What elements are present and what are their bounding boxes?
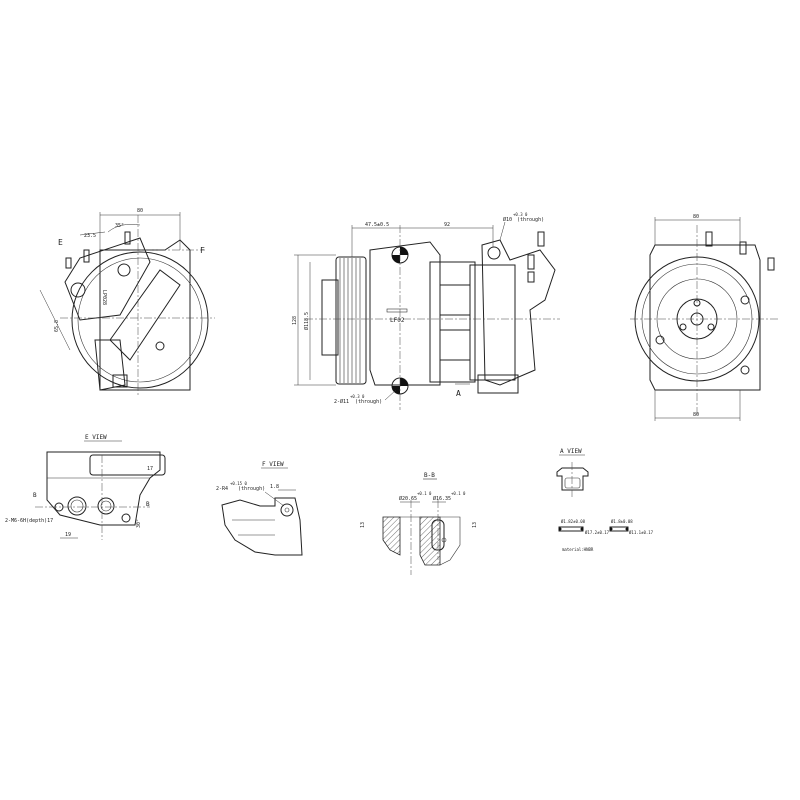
material-note: material:HNBR	[562, 547, 594, 552]
dim-height: 128	[292, 316, 298, 325]
dim-span: 92	[444, 222, 450, 228]
hole-through: (through)	[238, 486, 265, 492]
dim-bottom: 80	[693, 412, 699, 418]
hole-top-tol: +0.3 0	[513, 212, 528, 217]
o-ring-2: Ø1.8±0.08 Ø11.1±0.17	[609, 519, 654, 535]
label-e: E	[58, 238, 63, 247]
hole-bottom-dia: 2-Ø11	[334, 398, 349, 405]
f-view-title: F VIEW	[262, 461, 284, 468]
dim-width: 80	[137, 208, 143, 214]
dim-pulley-dia: Ø118.5	[303, 312, 310, 330]
dia-left-tol: +0.1 0	[417, 491, 432, 496]
a-view-title: A VIEW	[560, 448, 582, 455]
dia-right-tol: +0.1 0	[451, 491, 466, 496]
label-a: A	[456, 389, 461, 398]
o-ring-1: Ø1.82±0.08 Ø17.2±0.17	[558, 519, 610, 535]
dia-right: Ø16.35	[433, 495, 451, 502]
section-mark-left: B	[33, 492, 37, 499]
dim-19: 19	[65, 532, 71, 538]
dim-offset: 23.5	[84, 233, 96, 239]
dim-pulley-offset: 47.5±0.5	[365, 222, 389, 228]
bb-title: B-B	[424, 472, 435, 479]
rear-view: 80 80	[630, 214, 780, 421]
connector	[477, 374, 519, 394]
dim-angle: 35°	[115, 223, 124, 229]
dia-left: Ø20.65	[399, 495, 417, 502]
e-view: E VIEW B B 2-M6-6H(depth)17 19 17 30°	[5, 434, 166, 540]
hole-top-note: (through)	[517, 217, 544, 223]
dim-diag: 65.8	[54, 320, 60, 332]
oring2-cs: Ø1.8±0.08	[611, 519, 633, 524]
oring1-cs: Ø1.82±0.08	[561, 519, 586, 524]
oring1-id: Ø17.2±0.17	[585, 530, 610, 535]
depth-right: 13	[472, 522, 478, 528]
hole-bottom-note: (through)	[355, 399, 382, 405]
e-view-title: E VIEW	[85, 434, 107, 441]
marking: LF02	[390, 317, 405, 324]
mount-hole-rear	[487, 246, 501, 260]
body-diagonal	[109, 269, 181, 361]
pulley	[335, 256, 367, 385]
hole-tol: +0.15 0	[230, 481, 247, 486]
a-view: A VIEW Ø1.82±0.08 Ø17.2±0.17 Ø1.8±0.08 Ø…	[556, 448, 654, 552]
dim-angle: 30°	[136, 519, 142, 528]
bb-section: B-B Ø20.65 +0.1 0 Ø16.35 +0.1 0 13 13	[360, 472, 478, 575]
dim-top: 80	[693, 214, 699, 220]
hole-bottom-tol: +0.3 0	[350, 394, 365, 399]
front-view: 47.5±0.5 92 Ø10 +0.3 0 (through) 128 Ø11…	[292, 212, 560, 410]
dim: 1.8	[270, 484, 279, 490]
hole-note: 2-R4	[216, 486, 228, 492]
label-f: F	[200, 246, 205, 255]
depth-left: 13	[360, 522, 366, 528]
f-view: F VIEW 2-R4 +0.15 0 (through) 1.8	[216, 461, 303, 556]
oring2-id: Ø11.1±0.17	[629, 530, 654, 535]
hole-top-dia: Ø10	[503, 216, 512, 223]
section-mark-right: B	[146, 501, 150, 508]
thread-note: 2-M6-6H(depth)17	[5, 518, 53, 524]
side-view: 80 35° 23.5 E F 65.8 LP028	[39, 208, 215, 395]
pulley-grooves	[339, 258, 361, 383]
marking: LP028	[101, 290, 107, 305]
dim-17: 17	[147, 466, 153, 472]
valve-block	[64, 237, 151, 321]
